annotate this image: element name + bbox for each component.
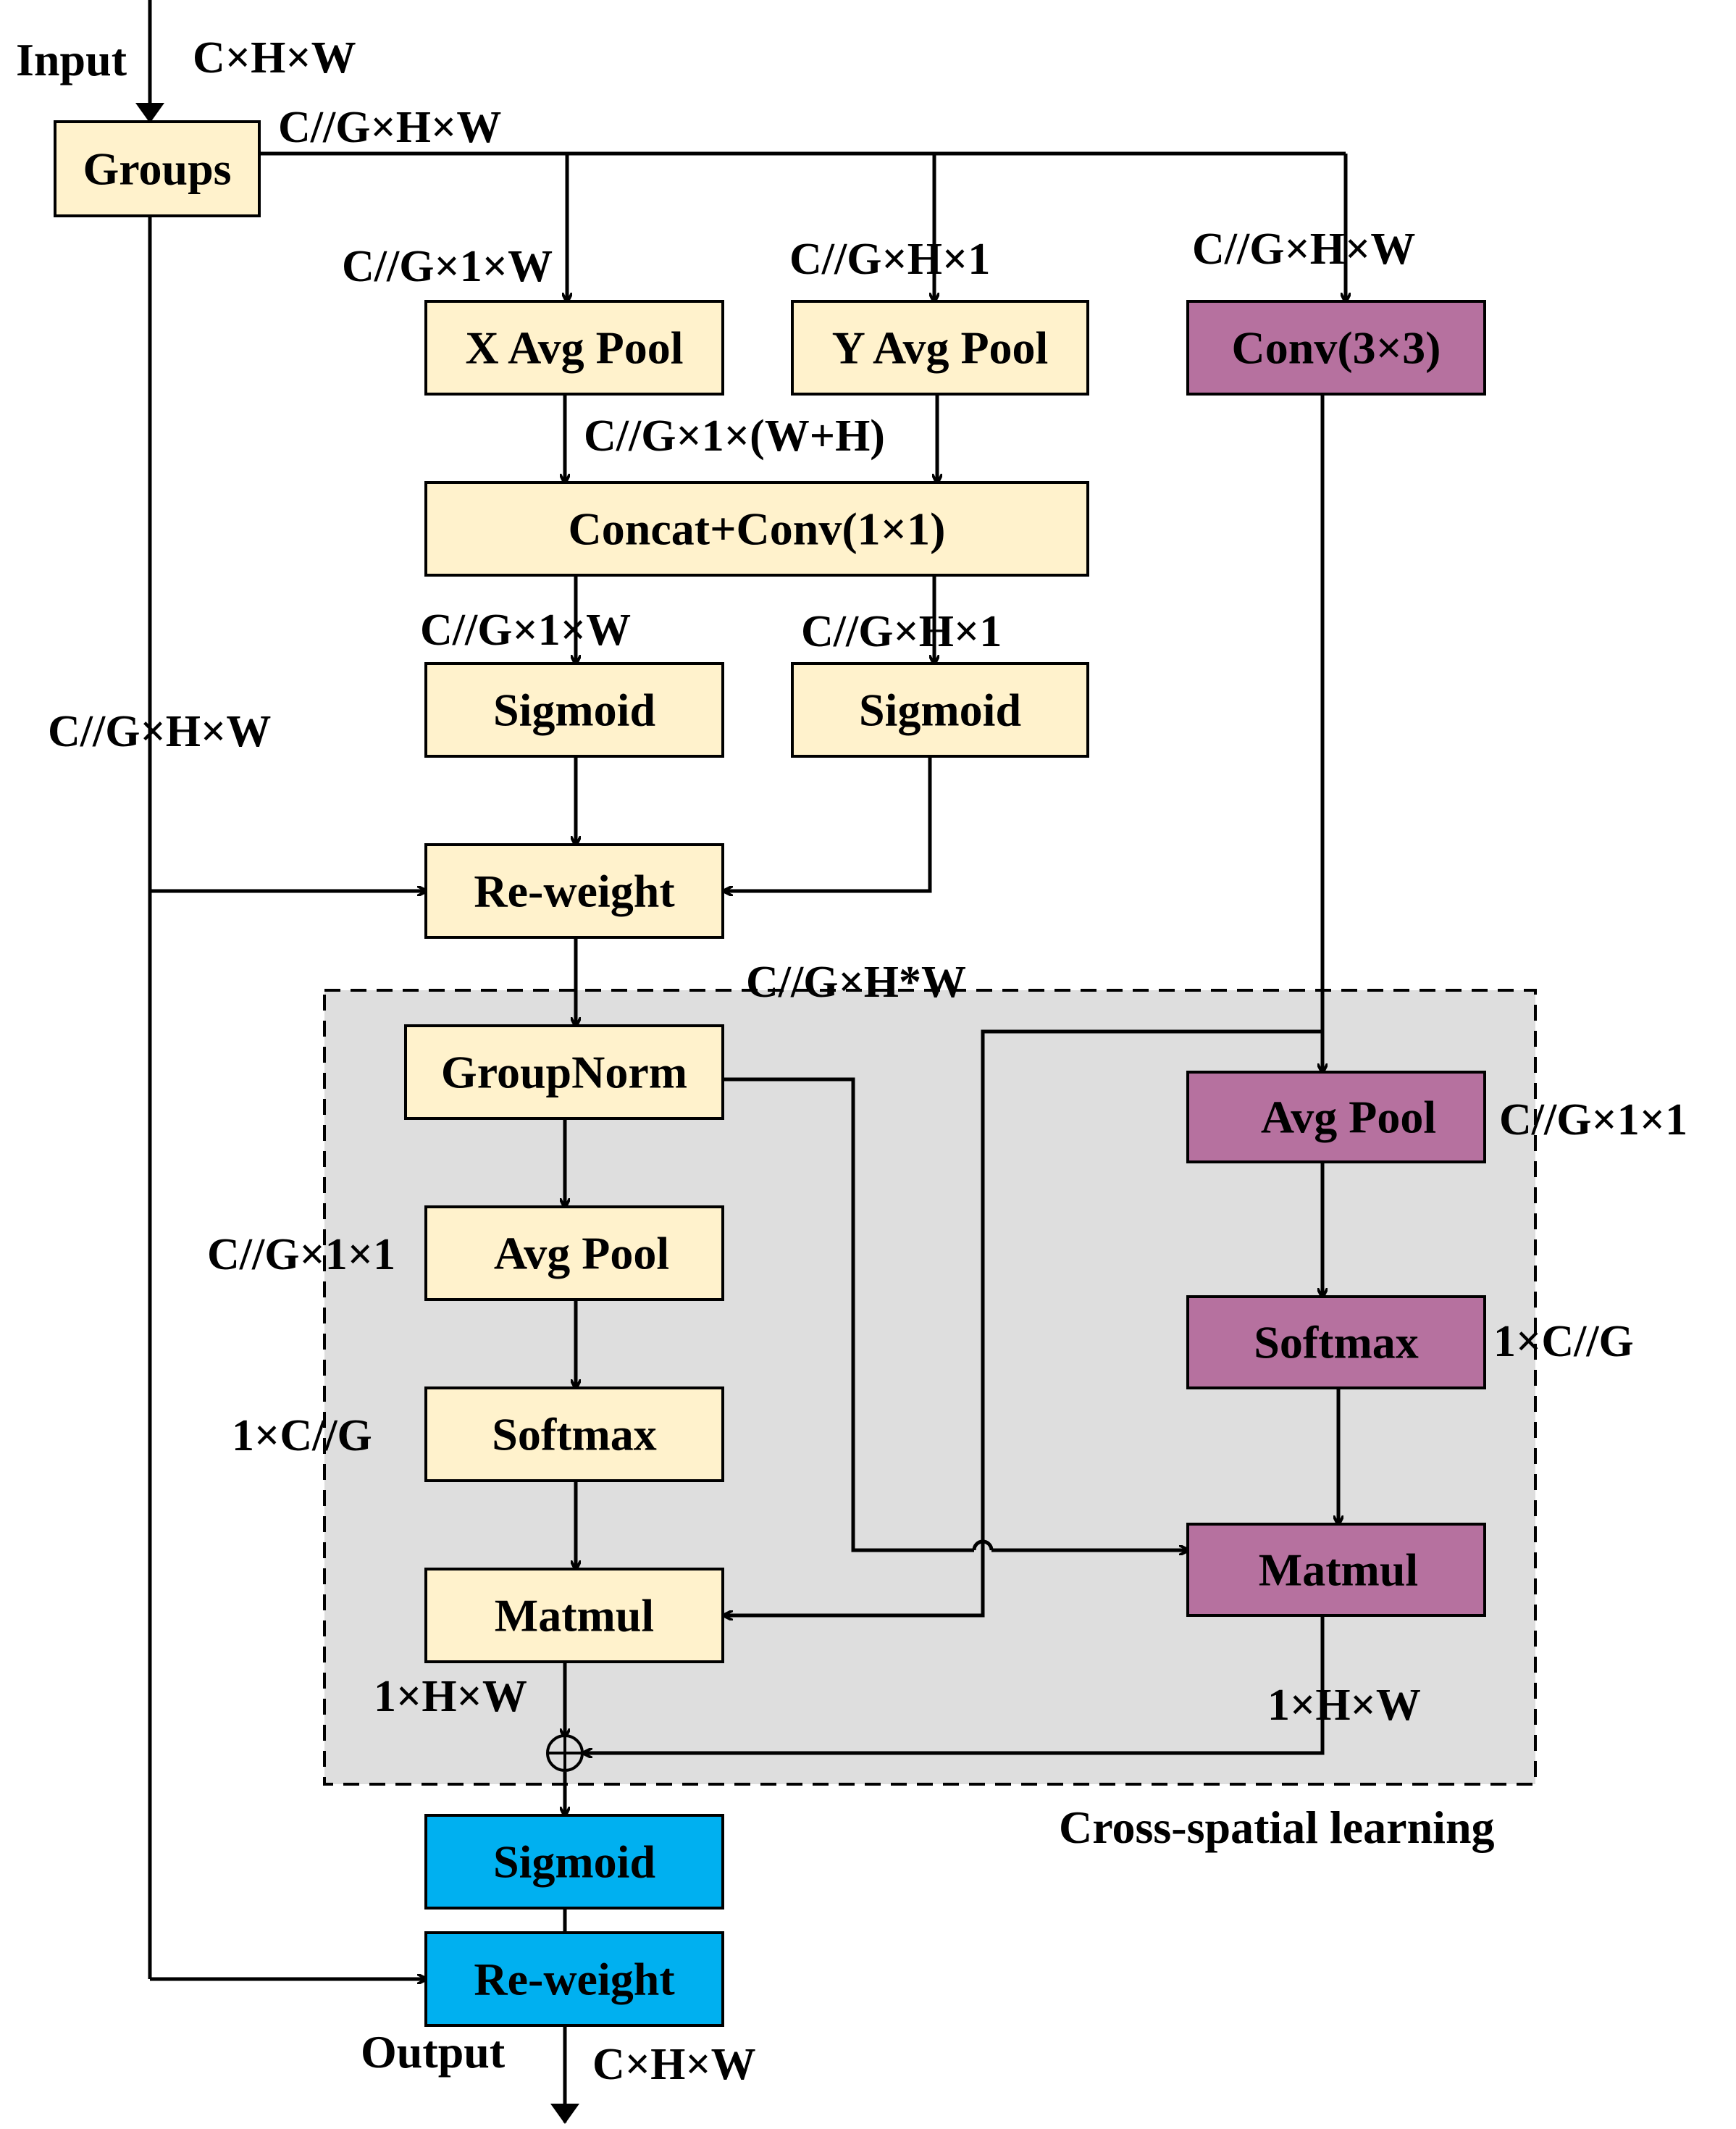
sigmoid-x-label: Sigmoid [493, 685, 655, 736]
softmax-right-label: Softmax [1254, 1317, 1419, 1368]
avg-pool-left-box [424, 1205, 724, 1301]
matmul-left-out-dim: 1×H×W [374, 1672, 527, 1721]
sig-y-to-reweight [724, 756, 932, 891]
add-node [546, 1734, 584, 1772]
output-dim: C×H×W [592, 2040, 756, 2089]
matmul-r-to-add [584, 1615, 1325, 1753]
groups-label: Groups [83, 143, 231, 195]
y-avg-pool-label: Y Avg Pool [832, 322, 1049, 374]
conv3-label: Conv(3×3) [1232, 322, 1441, 374]
softmax-left-box [424, 1386, 724, 1482]
reweight-final-label: Re-weight [474, 1954, 675, 2005]
input-dim: C×H×W [193, 33, 356, 83]
sig-y-in-dim: C//G×H×1 [801, 607, 1002, 656]
groupnorm-in-dim: C//G×H*W [746, 958, 966, 1007]
conv-to-matmul-l [724, 1029, 1322, 1615]
reweight-box [424, 843, 724, 939]
conv3-box [1186, 300, 1486, 396]
concat-conv-box [424, 481, 1089, 577]
sigmoid-final-box [424, 1814, 724, 1910]
softmax-left-out-dim: 1×C//G [232, 1411, 372, 1460]
conv-in-dim: C//G×H×W [1192, 225, 1415, 274]
sigmoid-y-box [791, 662, 1089, 758]
output-label: Output [361, 2026, 506, 2078]
x-pool-in-dim: C//G×1×W [342, 242, 553, 291]
concat-conv-label: Concat+Conv(1×1) [569, 503, 946, 555]
sig-x-in-dim: C//G×1×W [420, 606, 631, 655]
softmax-left-label: Softmax [492, 1409, 657, 1460]
avg-pool-left-label: Avg Pool [494, 1228, 669, 1279]
matmul-right-label: Matmul [1259, 1544, 1418, 1596]
sigmoid-final-label: Sigmoid [493, 1836, 655, 1888]
matmul-left-box [424, 1568, 724, 1663]
groups-out-dim: C//G×H×W [278, 103, 501, 152]
matmul-left-label: Matmul [495, 1590, 654, 1641]
softmax-right-out-dim: 1×C//G [1493, 1317, 1634, 1366]
groupnorm-to-matmul-r [724, 1077, 974, 1552]
sigmoid-y-label: Sigmoid [859, 685, 1021, 736]
sigmoid-x-box [424, 662, 724, 758]
matmul-right-out-dim: 1×H×W [1267, 1681, 1421, 1730]
matmul-right-box [1186, 1523, 1486, 1617]
groupnorm-box [404, 1024, 724, 1120]
y-pool-in-dim: C//G×H×1 [789, 235, 990, 284]
x-avg-pool-box [424, 300, 724, 396]
groupnorm-label: GroupNorm [441, 1047, 687, 1098]
concat-in-dim: C//G×1×(W+H) [584, 411, 885, 461]
skip-dim: C//G×H×W [48, 707, 271, 756]
avg-pool-right-out-dim: C//G×1×1 [1499, 1095, 1687, 1145]
cross-spatial-label: Cross-spatial learning [1059, 1802, 1495, 1853]
input-label: Input [16, 34, 127, 85]
reweight-label: Re-weight [474, 866, 675, 917]
avg-pool-right-label: Avg Pool [1261, 1092, 1436, 1143]
y-avg-pool-box [791, 300, 1089, 396]
x-avg-pool-label: X Avg Pool [465, 322, 683, 374]
groups-box [54, 120, 261, 217]
softmax-right-box [1186, 1295, 1486, 1389]
reweight-final-box [424, 1931, 724, 2027]
avg-pool-right-box [1186, 1071, 1486, 1163]
avg-pool-left-out-dim: C//G×1×1 [207, 1230, 395, 1279]
